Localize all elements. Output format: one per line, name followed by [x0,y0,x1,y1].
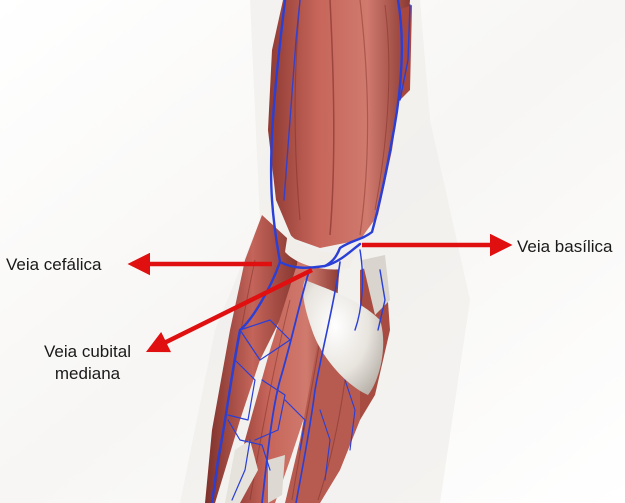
label-cephalic-vein: Veia cefálica [6,254,101,276]
label-median-cubital-line2: mediana [30,363,145,385]
label-median-cubital-line1: Veia cubital [30,341,145,363]
label-basilic-vein: Veia basílica [517,236,612,258]
label-median-cubital-vein: Veia cubital mediana [30,341,145,385]
